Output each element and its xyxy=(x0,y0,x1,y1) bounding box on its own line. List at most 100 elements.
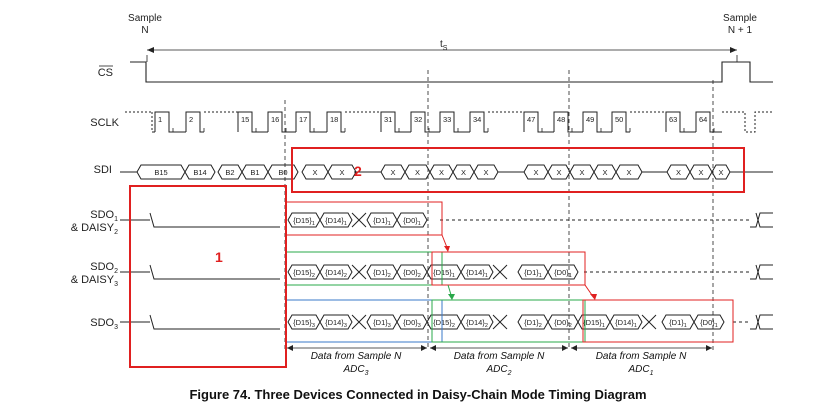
sdo-cell-label: {D1}2 xyxy=(373,268,391,279)
callout-2: 2 xyxy=(354,163,362,179)
sclk-number: 33 xyxy=(443,115,451,124)
sdi-cell-label: B1 xyxy=(250,168,259,177)
sdo-cell-label: {D14}2 xyxy=(325,268,347,279)
cs-label: CS xyxy=(98,67,113,79)
sdo-cell-label: {D14}3 xyxy=(325,318,347,329)
sdo-gap-slash xyxy=(492,264,508,280)
sclk-pulse xyxy=(326,111,345,133)
sclk-pulse xyxy=(380,111,399,133)
sdo-cell xyxy=(460,314,494,330)
sdi-cell-label: X xyxy=(415,168,420,177)
sdi-cell-label: X xyxy=(579,168,584,177)
sdo-cell xyxy=(609,314,643,330)
sdo-cell-label: {D15}2 xyxy=(293,268,315,279)
sdo1-waveform: {D15}1{D14}1{D1}1{D0}1 xyxy=(149,212,773,228)
sdo-cell-label: {D15}1 xyxy=(583,318,605,329)
sdo-tail xyxy=(755,314,773,330)
sdi-cell-label: X xyxy=(676,168,681,177)
sdi-label: SDI xyxy=(94,164,112,176)
sdo-gap-slash xyxy=(641,314,657,330)
sdi-cell-label: X xyxy=(626,168,631,177)
sclk-pulse xyxy=(665,111,684,133)
sdo-cell-label: {D0}1 xyxy=(554,268,572,279)
bracket-2-right xyxy=(562,345,568,351)
footer-2-line1: Data from Sample N xyxy=(454,351,545,362)
ts-arrow-right xyxy=(730,47,737,53)
footer-3-line2: ADC1 xyxy=(627,364,653,377)
sdo-low-line xyxy=(149,212,280,228)
sdi-cell-label: X xyxy=(556,168,561,177)
footer-3-line1: Data from Sample N xyxy=(596,351,687,362)
sdo-cell xyxy=(319,264,353,280)
sdo-cell-label: {D1}2 xyxy=(524,318,542,329)
sclk-number: 17 xyxy=(299,115,307,124)
sdo-low-line xyxy=(149,314,280,330)
sdo-cell-label: {D1}3 xyxy=(373,318,391,329)
arrow-head-2 xyxy=(448,294,455,300)
sclk-pulse xyxy=(267,111,286,133)
sdo-cell-label: {D0}1 xyxy=(700,318,718,329)
sdo-tail xyxy=(750,264,773,280)
sdi-cell-label: X xyxy=(533,168,538,177)
sclk-number: 63 xyxy=(669,115,677,124)
sclk-number: 64 xyxy=(699,115,707,124)
sdo-tail xyxy=(750,212,773,228)
ts-label: tS xyxy=(440,39,448,52)
sdo-cell-label: {D0}2 xyxy=(554,318,572,329)
highlight-box-1 xyxy=(129,185,287,368)
sclk-pulse xyxy=(611,111,630,133)
guide-lines xyxy=(146,55,738,350)
sclk-pulse xyxy=(154,111,173,133)
sdo-gap-slash xyxy=(351,314,367,330)
sdo-cell-label: {D0}3 xyxy=(403,318,421,329)
sdi-cell-label: X xyxy=(718,168,723,177)
sdo3-frame-green xyxy=(431,299,586,343)
sclk-pulse xyxy=(553,111,572,133)
figure-caption: Figure 74. Three Devices Connected in Da… xyxy=(189,387,646,402)
sdi-cell-label: X xyxy=(439,168,444,177)
sdi-cell-label: B2 xyxy=(225,168,234,177)
sclk-number: 16 xyxy=(271,115,279,124)
sdo-cell-label: {D14}1 xyxy=(466,268,488,279)
sdo3-label: SDO3 xyxy=(90,317,118,331)
sdo-tail xyxy=(755,264,773,280)
sdo-cell-label: {D0}1 xyxy=(403,216,421,227)
sdi-cell-label: B14 xyxy=(193,168,206,177)
sclk-number: 47 xyxy=(527,115,535,124)
callout-1: 1 xyxy=(215,249,223,265)
sclk-pulse xyxy=(695,111,714,133)
sdo-tail xyxy=(755,212,773,228)
footer-1-line2: ADC3 xyxy=(342,364,368,377)
bracket-2-left xyxy=(430,345,436,351)
sdo-cell xyxy=(319,212,353,228)
sdo-low-line xyxy=(149,264,280,280)
sdi-cell-label: X xyxy=(483,168,488,177)
sdi-cell xyxy=(267,164,299,180)
sdi-cell-label: X xyxy=(390,168,395,177)
sdi-cell-label: B15 xyxy=(154,168,167,177)
sclk-pulse xyxy=(237,111,256,133)
sclk-pulse xyxy=(439,111,458,133)
bracket-3-left xyxy=(571,345,577,351)
sdo-cell xyxy=(693,314,725,330)
sclk-number: 1 xyxy=(158,115,162,124)
sclk-number: 48 xyxy=(557,115,565,124)
sdo-gap-slash xyxy=(351,264,367,280)
sdo-cell-label: {D1}1 xyxy=(524,268,542,279)
sclk-pulse xyxy=(582,111,601,133)
sclk-number: 32 xyxy=(414,115,422,124)
sdo-gap-slash xyxy=(351,212,367,228)
sdo-cell-label: {D14}1 xyxy=(325,216,347,227)
bracket-1-left xyxy=(287,345,293,351)
sdi-cell-label: X xyxy=(312,168,317,177)
sdi-cell-label: X xyxy=(339,168,344,177)
sample-n-sub: N xyxy=(141,25,148,36)
sclk-number: 34 xyxy=(473,115,481,124)
sclk-number: 2 xyxy=(189,115,193,124)
sdo2-frame-red xyxy=(431,251,586,286)
sdo-cell-label: {D15}1 xyxy=(293,216,315,227)
sclk-number: 31 xyxy=(384,115,392,124)
footer-2-line2: ADC2 xyxy=(485,364,511,377)
